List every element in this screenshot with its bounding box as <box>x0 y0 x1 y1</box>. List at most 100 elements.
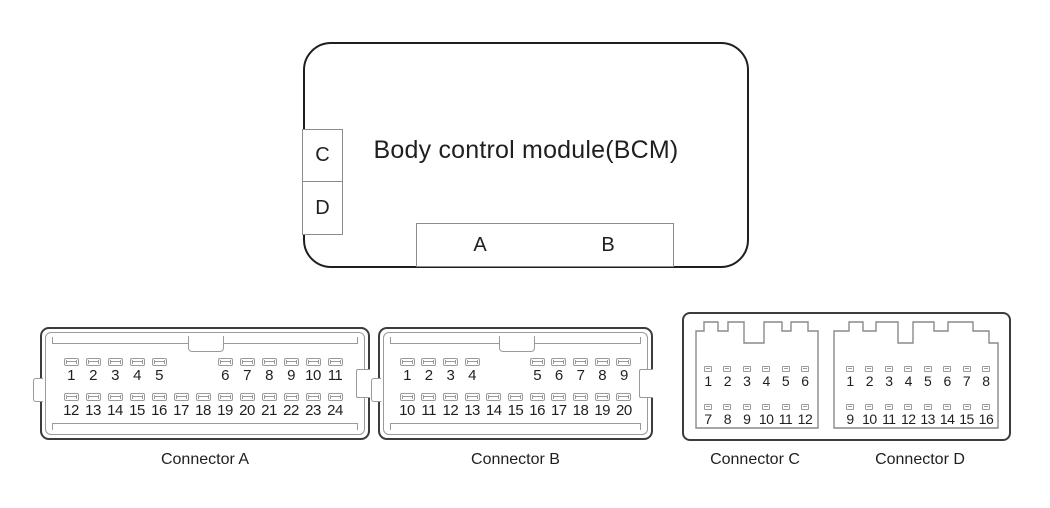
module-connector-slot-a: A <box>416 223 544 267</box>
pin: 8 <box>978 366 994 389</box>
terminal-icon <box>217 358 233 366</box>
pin-number: 5 <box>155 367 163 384</box>
pin: 23 <box>304 393 322 419</box>
pin: 9 <box>739 404 755 427</box>
pin-number: 14 <box>485 402 502 419</box>
pin-number: 3 <box>446 367 455 384</box>
pin: 6 <box>216 358 234 384</box>
pin-number: 3 <box>743 373 751 389</box>
pin-number: 24 <box>327 402 343 419</box>
pin: 7 <box>959 366 975 389</box>
pin-number: 13 <box>920 411 935 427</box>
terminal-icon <box>573 358 588 366</box>
pin-number: 9 <box>619 367 628 384</box>
terminal-icon <box>781 366 790 372</box>
pin: 6 <box>797 366 813 389</box>
pin: 9 <box>615 358 633 384</box>
pin-number: 11 <box>327 367 343 384</box>
pin-number: 3 <box>111 367 119 384</box>
pin-number: 12 <box>63 402 79 419</box>
pin-number: 22 <box>283 402 299 419</box>
pin-number: 14 <box>939 411 955 427</box>
pin: 19 <box>216 393 234 419</box>
terminal-icon <box>981 404 990 410</box>
pin: 5 <box>528 358 546 384</box>
pin-number: 17 <box>550 402 567 419</box>
pin: 18 <box>194 393 212 419</box>
pin: 1 <box>398 358 416 384</box>
terminal-icon <box>865 404 874 410</box>
pin-number: 9 <box>846 411 854 427</box>
terminal-icon <box>63 358 79 366</box>
pin-number: 8 <box>982 373 990 389</box>
terminal-icon <box>943 404 952 410</box>
pin-number: 19 <box>217 402 233 419</box>
terminal-icon <box>107 358 123 366</box>
module-title: Body control module(BCM) <box>373 136 679 164</box>
pin: 12 <box>62 393 80 419</box>
pin-number: 4 <box>468 367 476 384</box>
pin-number: 8 <box>598 367 607 384</box>
pin-number: 4 <box>762 373 771 389</box>
terminal-icon <box>616 393 632 401</box>
terminal-icon <box>723 366 732 372</box>
terminal-icon <box>616 358 632 366</box>
pin-number: 18 <box>572 402 589 419</box>
terminal-icon <box>846 404 854 410</box>
pin-number: 6 <box>221 367 229 384</box>
module-connector-slot-c: C <box>302 129 343 182</box>
pin: 21 <box>260 393 278 419</box>
pin-number: 7 <box>243 367 251 384</box>
terminal-icon <box>464 358 480 366</box>
pin-number: 11 <box>882 411 896 427</box>
terminal-icon <box>195 393 211 401</box>
terminal-icon <box>129 358 145 366</box>
terminal-icon <box>962 366 971 372</box>
pin: 13 <box>84 393 102 419</box>
pin: 3 <box>739 366 755 389</box>
terminal-icon <box>884 404 893 410</box>
terminal-icon <box>981 366 990 372</box>
pin: 3 <box>441 358 459 384</box>
slot-b-label: B <box>601 233 615 256</box>
pin: 4 <box>758 366 774 389</box>
pin-number: 9 <box>287 367 295 384</box>
pin: 2 <box>861 366 877 389</box>
connector-b-caption: Connector B <box>471 451 560 468</box>
terminal-icon <box>923 404 932 410</box>
pin: 15 <box>506 393 524 419</box>
pin: 5 <box>778 366 794 389</box>
pin: 1 <box>700 366 716 389</box>
pin-number: 9 <box>743 411 751 427</box>
terminal-icon <box>884 366 893 372</box>
terminal-icon <box>943 366 952 372</box>
terminal-icon <box>573 393 588 401</box>
pin-number: 6 <box>554 367 563 384</box>
pin-number: 13 <box>85 402 101 419</box>
pin: 10 <box>398 393 416 419</box>
pin: 17 <box>550 393 568 419</box>
terminal-icon <box>529 393 545 401</box>
pin: 1 <box>62 358 80 384</box>
pin-number: 16 <box>529 402 545 419</box>
pin: 10 <box>304 358 322 384</box>
pin: 8 <box>719 404 735 427</box>
connector-a-bottom-lip <box>52 423 358 430</box>
terminal-icon <box>129 393 145 401</box>
pin: 14 <box>939 404 955 427</box>
pin: 6 <box>550 358 568 384</box>
terminal-icon <box>327 358 343 366</box>
connector-b-right-latch-icon <box>639 369 653 398</box>
connector-c-castellated-outline <box>695 321 819 429</box>
terminal-icon <box>904 404 913 410</box>
connector-d-caption: Connector D <box>875 451 965 468</box>
pin-number: 4 <box>133 367 141 384</box>
terminal-icon <box>151 393 167 401</box>
terminal-icon <box>529 358 545 366</box>
terminal-icon <box>305 393 321 401</box>
terminal-icon <box>63 393 79 401</box>
terminal-icon <box>85 393 101 401</box>
